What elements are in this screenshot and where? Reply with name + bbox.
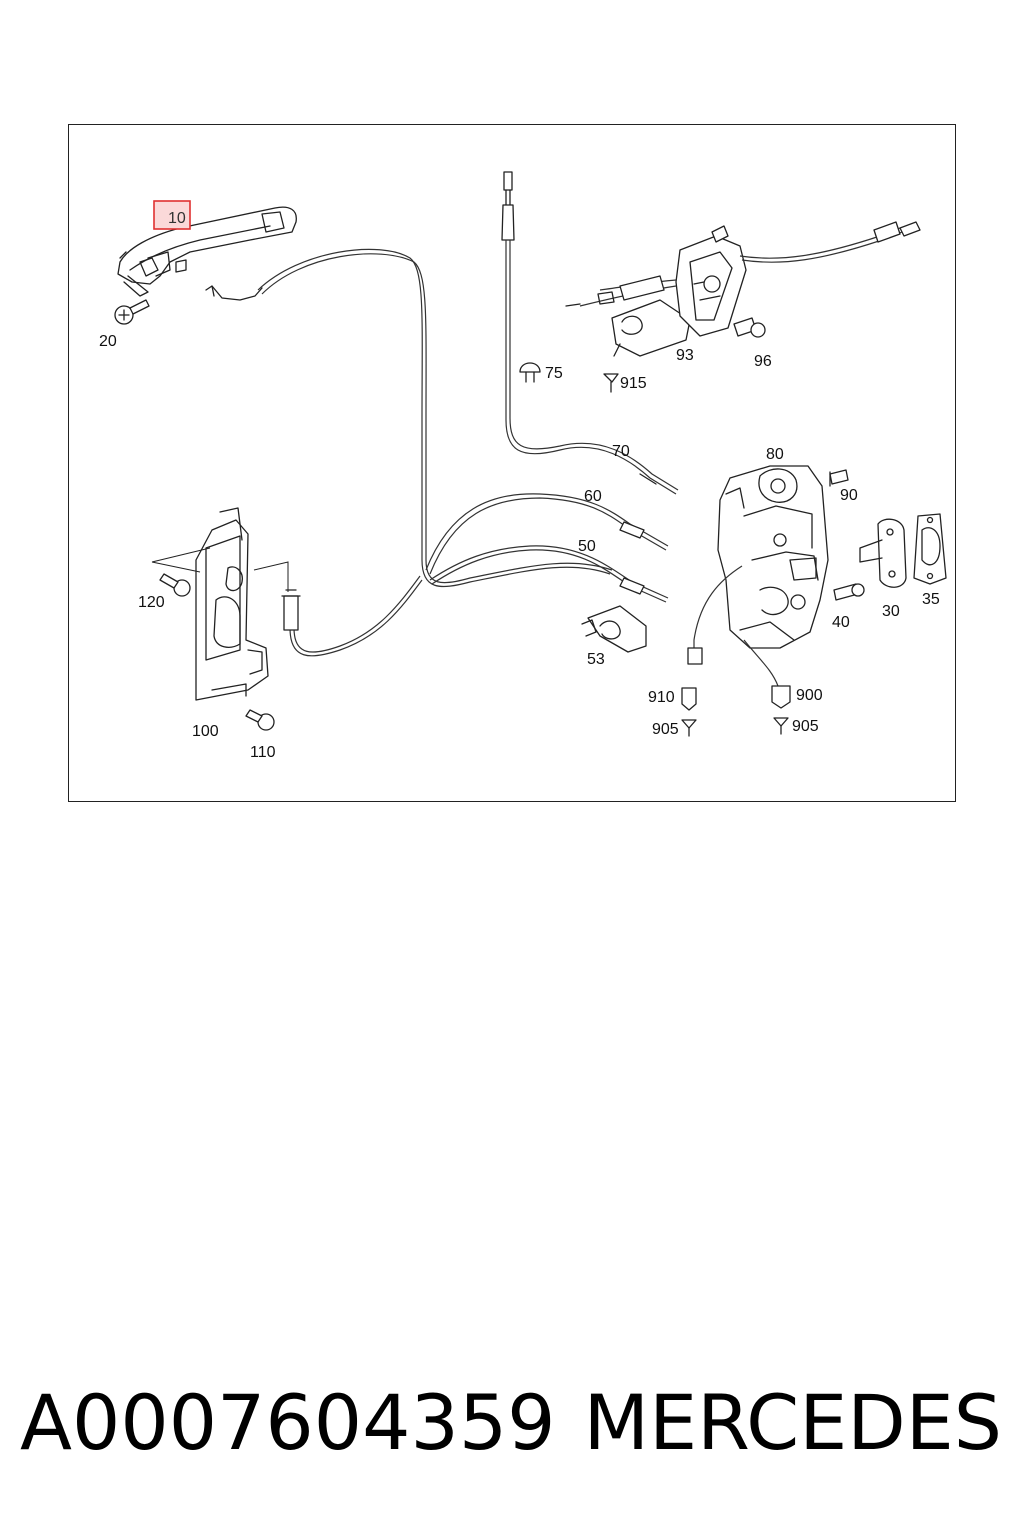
callout-120[interactable]: 120	[138, 594, 165, 611]
screw-90[interactable]	[829, 469, 849, 487]
callout-20[interactable]: 20	[99, 333, 117, 350]
lock-cylinder-53[interactable]	[581, 605, 647, 653]
callout-910[interactable]: 910	[648, 689, 675, 706]
part-number: A0007604359	[20, 1378, 556, 1467]
brand-name: MERCEDES	[583, 1378, 1002, 1467]
callout-75[interactable]: 75	[545, 365, 563, 382]
cable-50[interactable]	[429, 545, 669, 603]
connector-900[interactable]	[771, 685, 791, 709]
parts-diagram: 10 20 70 75 93	[99, 171, 947, 761]
callout-35[interactable]: 35	[922, 591, 940, 608]
connector-915[interactable]	[603, 373, 619, 393]
callout-905-right[interactable]: 905	[792, 718, 819, 735]
callout-80[interactable]: 80	[766, 446, 784, 463]
callout-40[interactable]: 40	[832, 614, 850, 631]
door-latch-80[interactable]	[717, 465, 829, 649]
screw-40[interactable]	[833, 583, 865, 601]
plate-35[interactable]	[913, 513, 947, 585]
pin-905-left[interactable]	[681, 719, 697, 737]
screw-120[interactable]	[159, 573, 191, 597]
callout-90[interactable]: 90	[840, 487, 858, 504]
screw-110[interactable]	[245, 709, 275, 731]
callout-100[interactable]: 100	[192, 723, 219, 740]
callout-53[interactable]: 53	[587, 651, 605, 668]
door-handle-part[interactable]	[117, 206, 297, 297]
handle-cable	[257, 248, 613, 588]
callout-70[interactable]: 70	[612, 443, 630, 460]
callout-905-left[interactable]: 905	[652, 721, 679, 738]
bolt-96[interactable]	[733, 317, 766, 338]
connector-910[interactable]	[681, 687, 697, 711]
callout-96[interactable]: 96	[754, 353, 772, 370]
screw-20[interactable]	[114, 299, 150, 325]
pin-905-right[interactable]	[773, 717, 789, 735]
cable-70[interactable]	[501, 171, 679, 495]
callout-110[interactable]: 110	[250, 744, 276, 761]
callout-50[interactable]: 50	[578, 538, 596, 555]
inner-handle-bracket-100[interactable]	[195, 507, 269, 701]
actuator-motor-93[interactable]	[611, 225, 747, 357]
clip-75[interactable]	[519, 362, 541, 383]
callout-30[interactable]: 30	[882, 603, 900, 620]
callout-93[interactable]: 93	[676, 347, 694, 364]
cable-60[interactable]	[425, 493, 669, 575]
highlight-box	[153, 200, 191, 230]
striker-30[interactable]	[859, 518, 907, 588]
callout-60[interactable]: 60	[584, 488, 602, 505]
callout-10[interactable]: 10	[168, 210, 186, 227]
caption-bar: A0007604359 MERCEDES	[0, 1368, 1024, 1478]
callout-900[interactable]: 900	[796, 687, 823, 704]
callout-915[interactable]: 915	[620, 375, 647, 392]
